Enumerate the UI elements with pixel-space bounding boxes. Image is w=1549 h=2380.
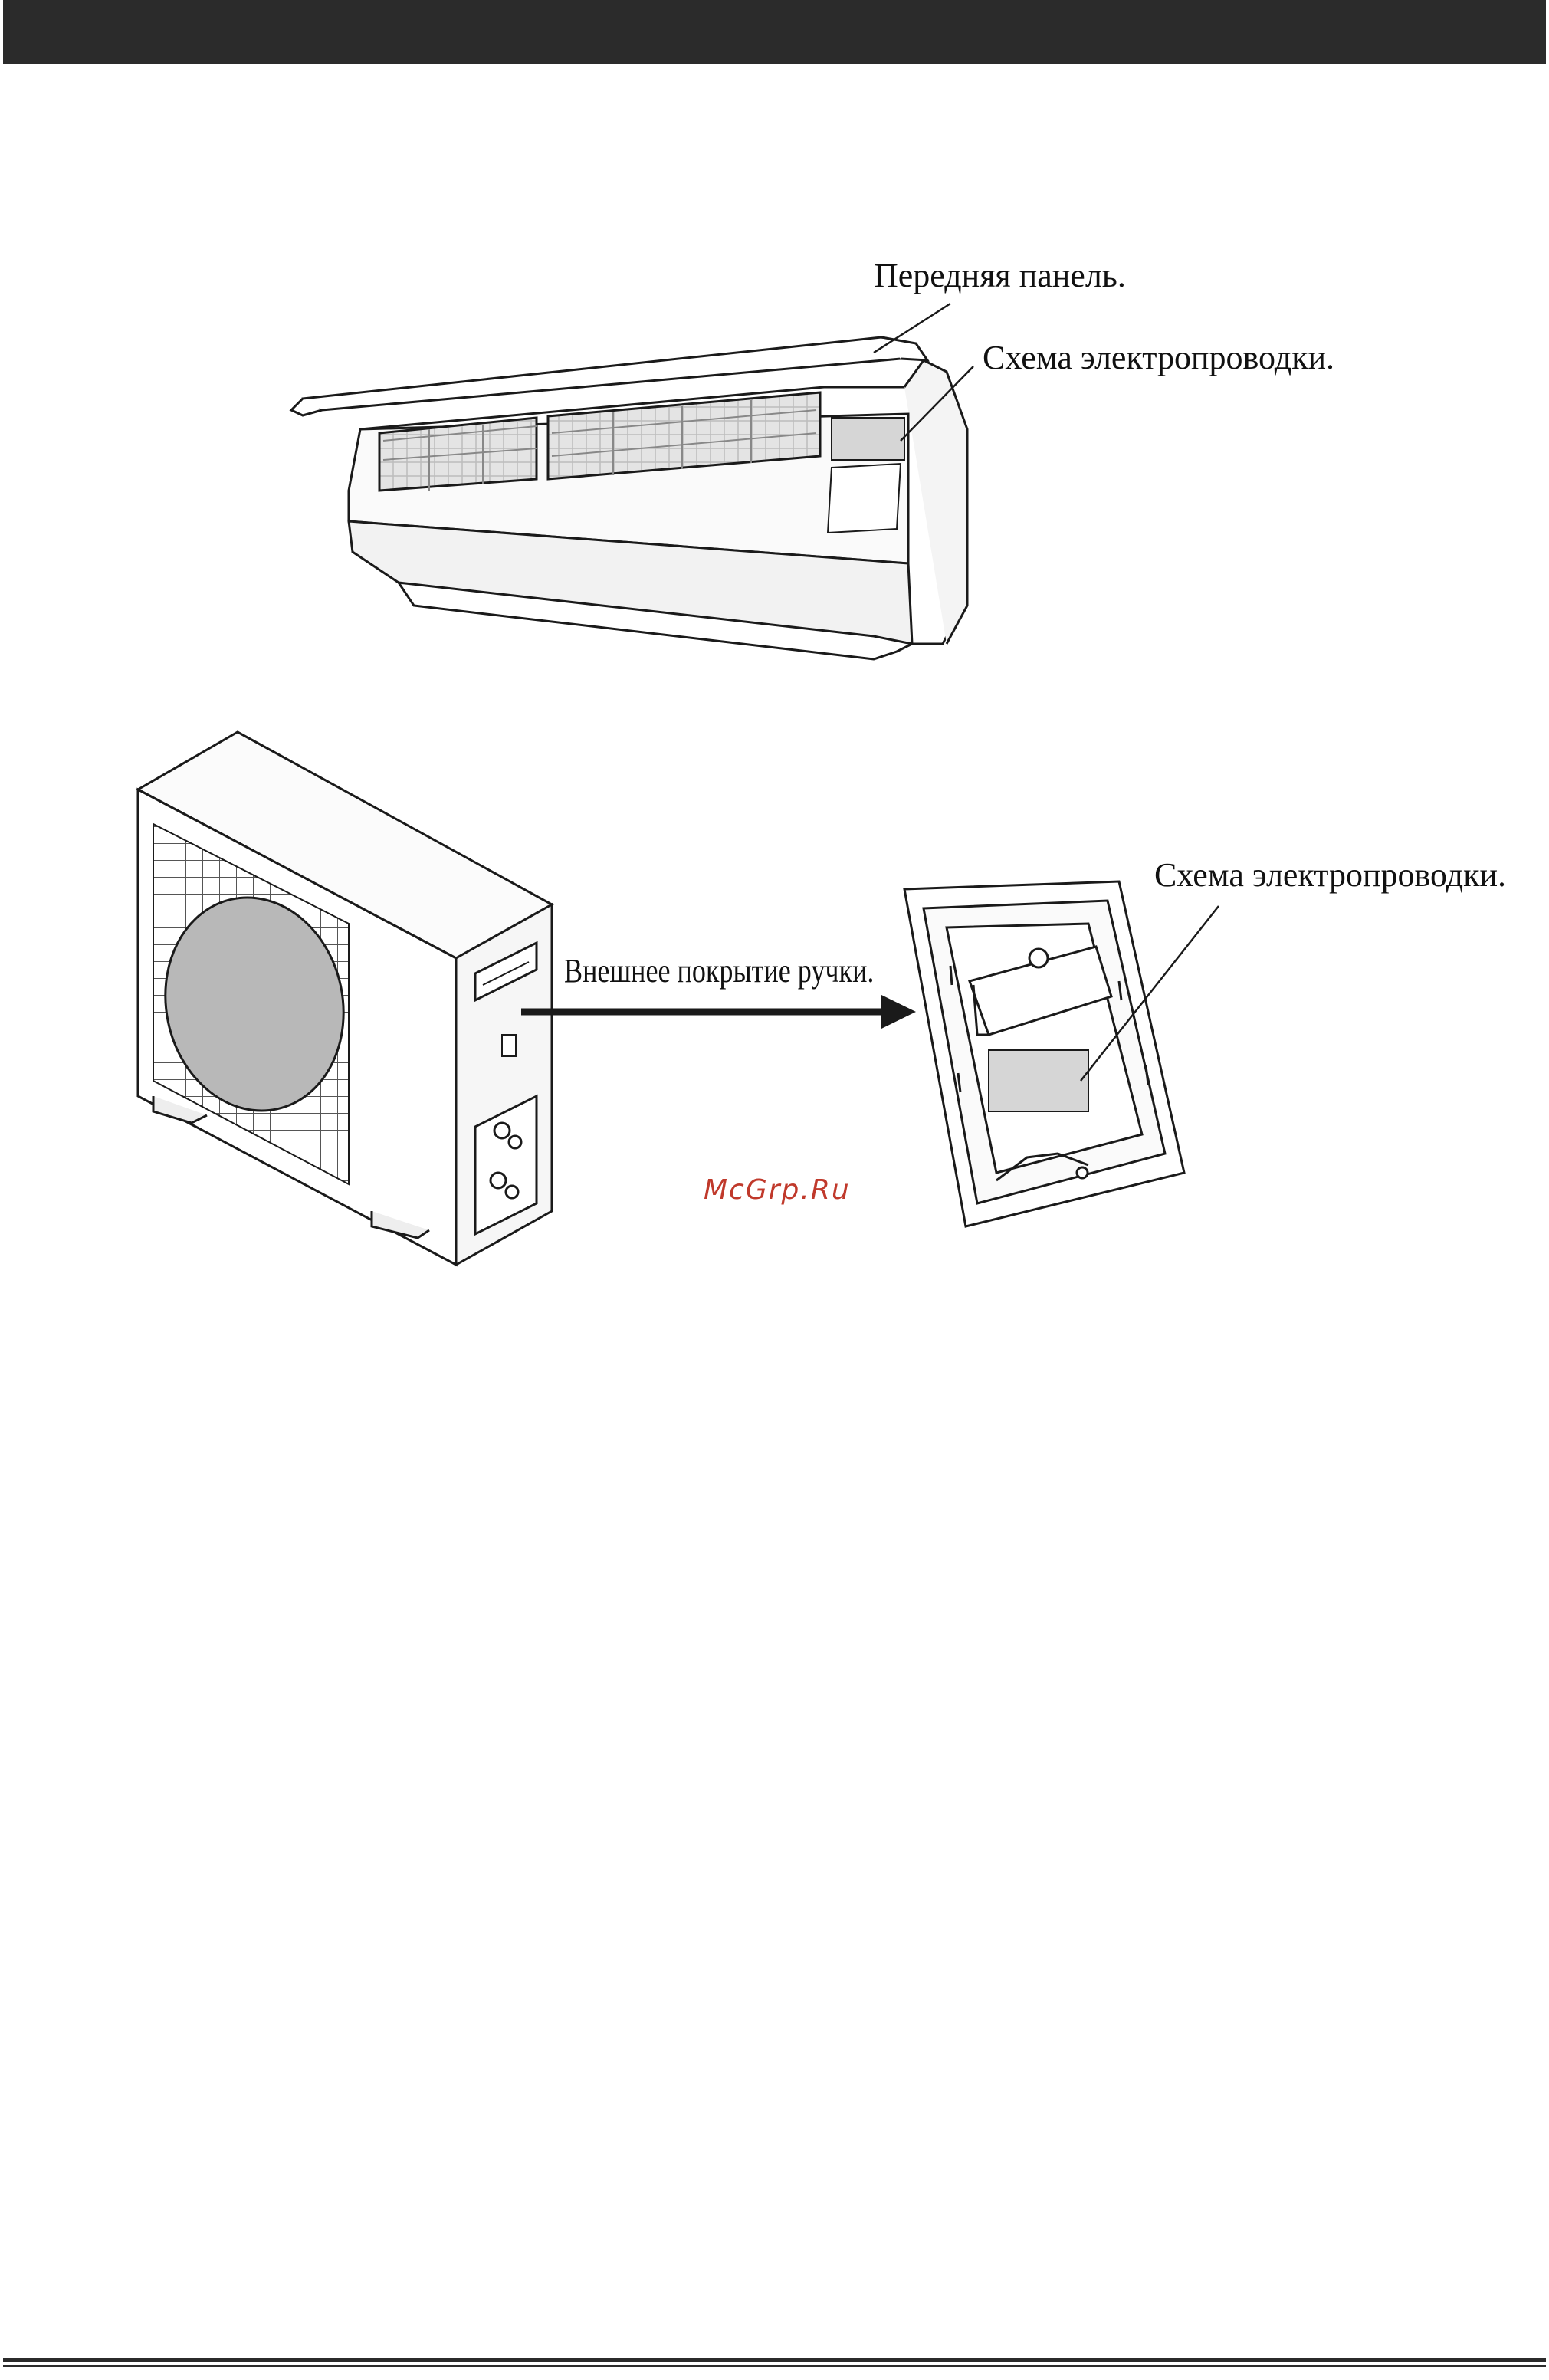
footer-rule-thin <box>3 2365 1546 2367</box>
label-handle-cover: Внешнее покрытие ручки. <box>564 954 874 988</box>
watermark-text: McGrp.Ru <box>704 1174 851 1206</box>
label-wiring-diagram-indoor: Схема электропроводки. <box>983 341 1334 375</box>
handle-cover-drawing <box>904 881 1219 1226</box>
footer-rule <box>3 2358 1546 2362</box>
indoor-unit-drawing <box>291 304 973 659</box>
label-wiring-diagram-outdoor: Схема электропроводки. <box>1154 858 1506 892</box>
label-front-panel: Передняя панель. <box>874 259 1126 293</box>
